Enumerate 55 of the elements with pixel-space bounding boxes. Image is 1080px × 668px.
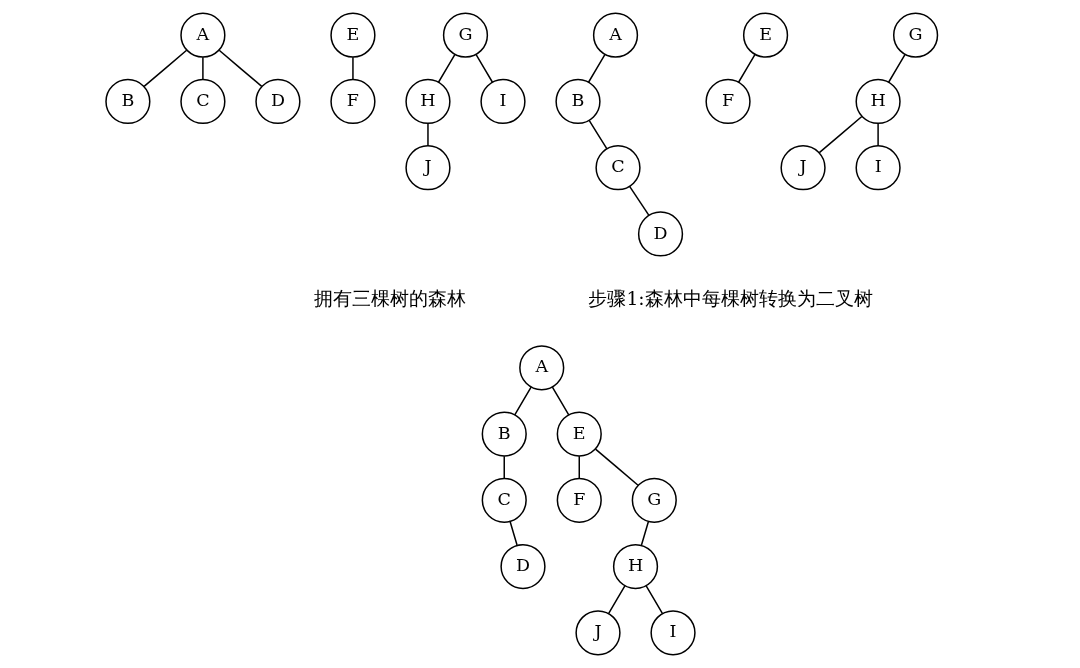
node-circle: H <box>404 78 451 125</box>
connector <box>201 56 204 81</box>
node-circle: B <box>481 411 527 457</box>
connector <box>551 386 569 416</box>
node-circle: A <box>179 12 226 58</box>
connector <box>607 585 626 615</box>
node-circle: G <box>892 12 938 58</box>
node-circle: E <box>742 12 788 58</box>
connector <box>437 53 456 83</box>
node-circle: G <box>442 12 488 58</box>
node-circle: F <box>329 78 376 125</box>
node-circle: E <box>329 12 376 58</box>
connector <box>142 49 187 88</box>
node-circle: D <box>254 78 301 125</box>
node-circle: C <box>594 145 641 191</box>
label: 步骤1:森林中每棵树转换为二叉树 <box>587 288 873 310</box>
connector <box>474 53 493 83</box>
connector <box>513 386 532 416</box>
connector <box>351 56 354 81</box>
connector <box>640 521 649 546</box>
node-circle: E <box>556 411 602 457</box>
node-circle: B <box>104 78 150 125</box>
connector <box>426 122 429 147</box>
connector <box>628 185 650 217</box>
connector <box>578 455 580 480</box>
node-circle: C <box>481 477 527 523</box>
node-circle: I <box>479 78 526 125</box>
node-circle: I <box>649 610 696 656</box>
node-circle: I <box>854 145 901 191</box>
connector <box>594 448 639 486</box>
connector <box>587 53 606 83</box>
connector <box>508 521 518 546</box>
node-circle: A <box>592 12 638 58</box>
connector <box>217 49 262 88</box>
connector <box>644 585 663 615</box>
connector <box>876 122 879 147</box>
node-circle: G <box>631 477 677 523</box>
node-circle: H <box>612 543 658 590</box>
node-circle: H <box>854 78 901 125</box>
node-circle: J <box>574 610 621 656</box>
connector <box>737 53 756 83</box>
node-circle: C <box>179 78 226 125</box>
node-circle: D <box>637 211 683 257</box>
node-circle: J <box>779 145 826 191</box>
node-circle: F <box>704 78 751 125</box>
label: 拥有三棵树的森林 <box>313 288 466 310</box>
node-circle: J <box>404 145 451 191</box>
node-circle: F <box>556 477 602 523</box>
node-circle: D <box>499 543 546 590</box>
node-circle: B <box>554 78 601 125</box>
connector <box>503 455 505 480</box>
connector <box>587 119 608 150</box>
connector <box>887 53 906 83</box>
node-circle: A <box>518 345 564 391</box>
connector <box>818 115 863 154</box>
